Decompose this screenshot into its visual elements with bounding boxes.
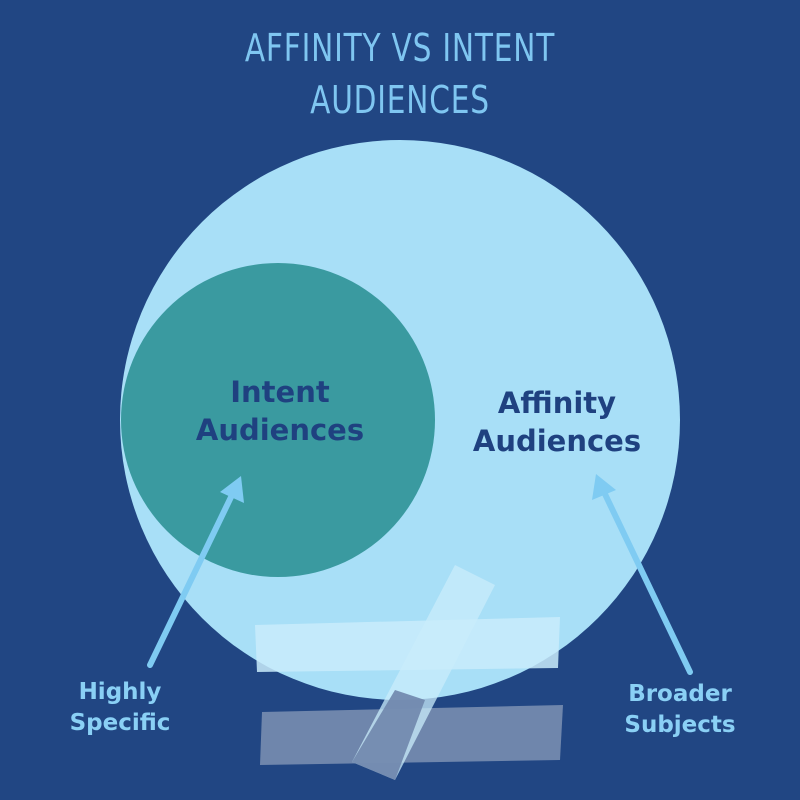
arrow-highly-specific — [147, 476, 244, 668]
intent-label-line-1: Intent — [230, 375, 330, 409]
title-line-1: AFFINITY VS INTENT — [244, 26, 556, 70]
not-equal-icon — [255, 565, 563, 780]
title-line-2: AUDIENCES — [310, 78, 490, 122]
broader-subjects-line-1: Broader — [628, 681, 732, 707]
arrow-broader-subjects — [592, 474, 693, 675]
highly-specific-line-1: Highly — [78, 679, 162, 705]
intent-label-line-2: Audiences — [195, 413, 365, 447]
affinity-label-line-1: Affinity — [497, 386, 617, 420]
affinity-label-line-2: Audiences — [472, 424, 642, 458]
affinity-audiences-label: Affinity Audiences — [437, 384, 677, 460]
intent-audiences-label: Intent Audiences — [150, 373, 410, 449]
broader-subjects-line-2: Subjects — [624, 712, 736, 738]
broader-subjects-annotation: Broader Subjects — [600, 679, 760, 741]
page-title: AFFINITY VS INTENT AUDIENCES — [88, 22, 712, 126]
intent-circle — [121, 263, 435, 577]
highly-specific-line-2: Specific — [69, 710, 171, 736]
highly-specific-annotation: Highly Specific — [40, 677, 200, 739]
